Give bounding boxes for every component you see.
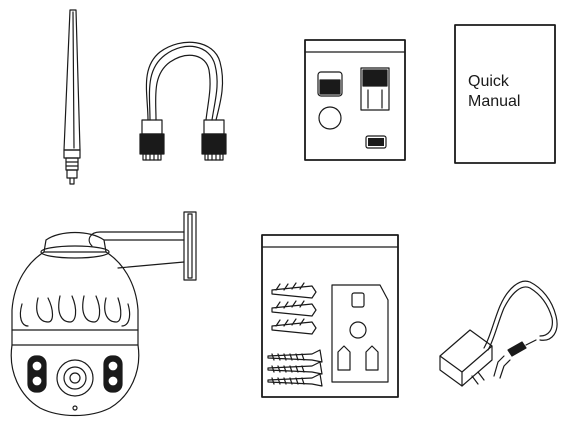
power-adapter-icon bbox=[439, 280, 558, 387]
ethernet-cable-icon bbox=[139, 41, 227, 161]
quick-manual-label: Quick Manual bbox=[468, 72, 548, 112]
quick-manual-title-line1: Quick bbox=[468, 73, 509, 90]
wall-anchor-icon bbox=[271, 282, 317, 335]
quick-manual-icon bbox=[454, 24, 556, 164]
antenna-icon bbox=[63, 9, 81, 185]
screw-icon bbox=[267, 349, 323, 387]
quick-manual-title-line2: Manual bbox=[468, 93, 521, 110]
screw-pack-icon bbox=[261, 234, 399, 398]
card-reader-box-icon bbox=[304, 39, 406, 161]
ptz-camera-icon bbox=[10, 211, 197, 417]
